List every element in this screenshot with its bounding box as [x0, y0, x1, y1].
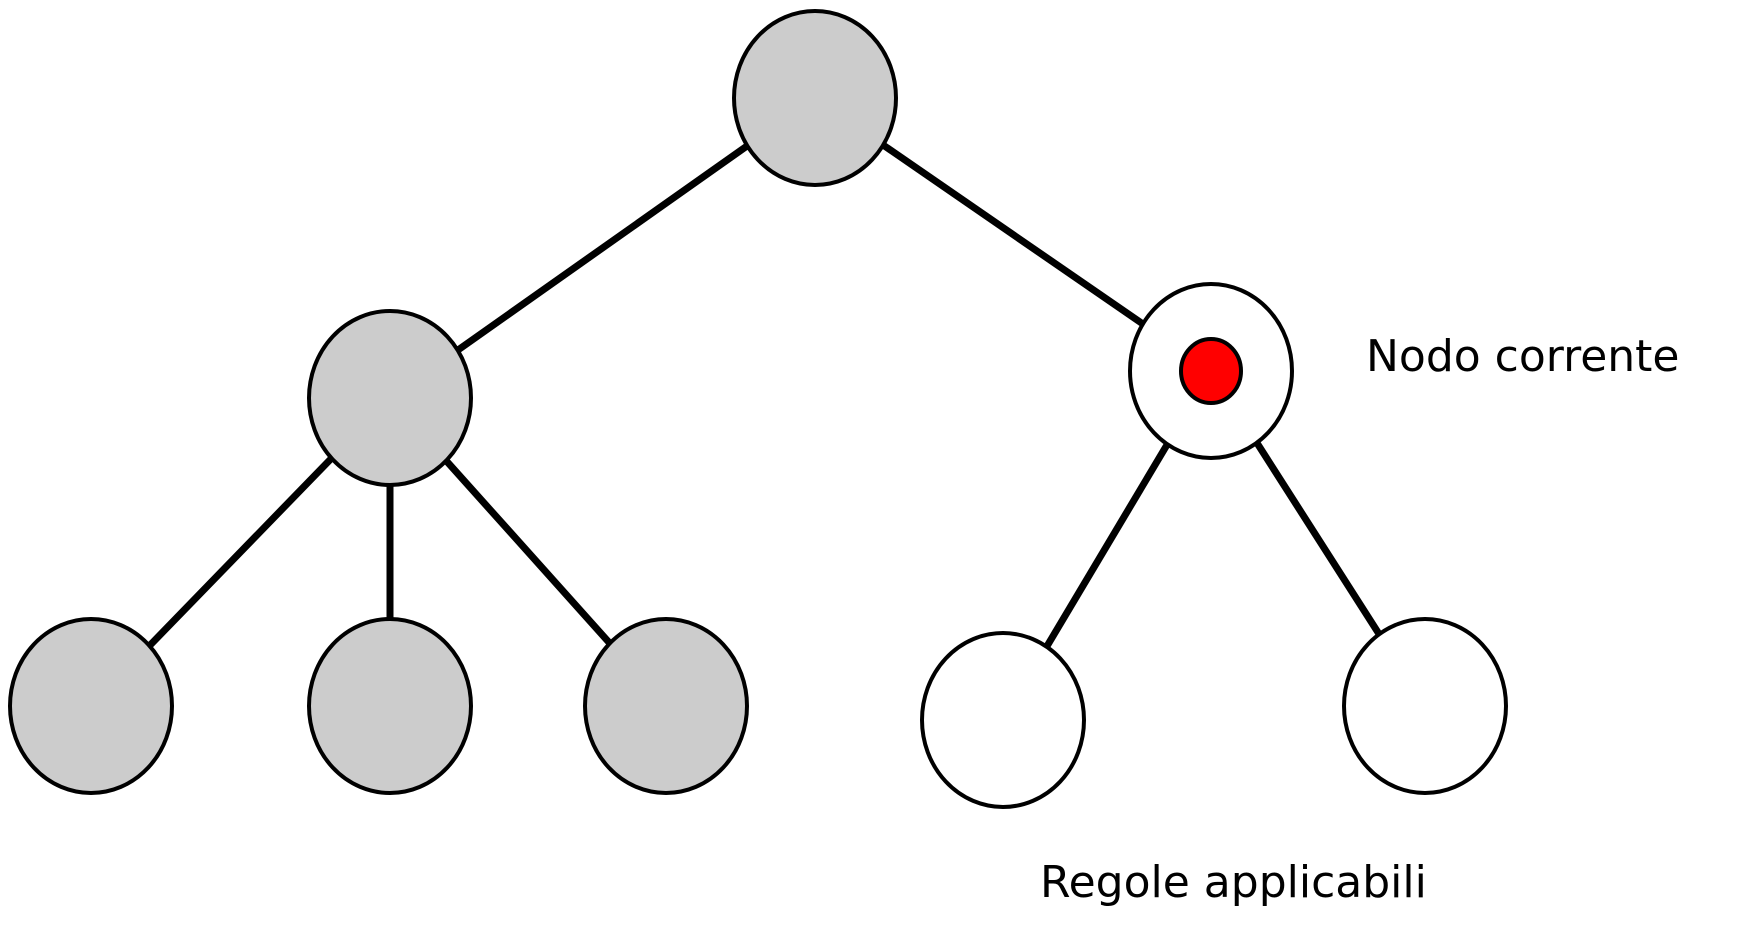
- nodes: [8, 9, 1508, 809]
- node-leaf-3: [583, 617, 749, 795]
- applicable-rules-label: Regole applicabili: [1040, 857, 1427, 908]
- node-leaf-1: [8, 617, 174, 795]
- node-rule-2: [1342, 617, 1508, 795]
- current-node-marker: [1179, 337, 1243, 405]
- node-rule-1: [920, 631, 1086, 809]
- node-leaf-2: [307, 617, 473, 795]
- current-node-label: Nodo corrente: [1366, 331, 1680, 382]
- node-left-child: [307, 309, 473, 487]
- node-root: [732, 9, 898, 187]
- edge-root-to-left-child: [387, 95, 818, 401]
